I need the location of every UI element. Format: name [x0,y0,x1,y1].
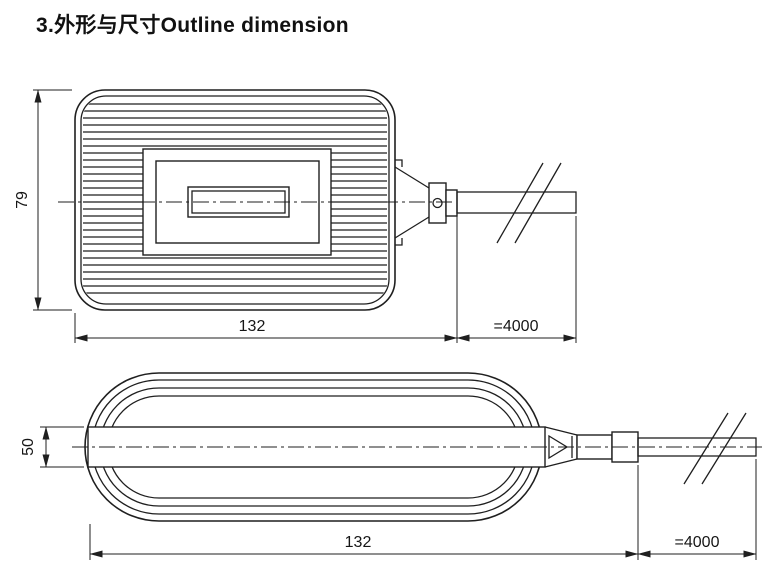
dim-label-length: 132 [345,534,372,551]
bracket-top-edge [394,166,430,189]
gland-hole [432,197,443,209]
extension-lines [33,89,72,311]
clamp-wedge [548,434,569,460]
dimension-height: 50 [20,426,84,468]
dimension-width: 79 [14,89,72,311]
dimension-length: 132 [89,465,639,560]
dim-label-width: 79 [14,191,31,209]
bracket-notch-bottom [395,238,403,246]
bracket-notch-top [395,159,403,167]
top-view: 79 132 =4000 [14,89,577,343]
cable-break-marks [683,412,747,485]
dim-label-height: 50 [20,438,37,456]
cable [456,191,577,214]
body-outline [74,89,396,311]
body-inner-outline [80,95,390,305]
dimension-cable-length: =4000 [456,216,577,343]
side-view: 50 132 =4000 [20,372,762,560]
cable-gland [428,182,447,224]
dim-label-cable: =4000 [675,534,720,551]
dimension-cable-length: =4000 [637,459,757,560]
bracket-bottom-edge [394,216,430,239]
gland-collar [445,189,458,217]
section-title: 3.外形与尺寸Outline dimension [36,14,349,37]
dim-label-length: 132 [239,318,266,335]
cable-break-marks [496,162,562,244]
dimension-length: 132 [74,216,458,343]
dim-label-cable: =4000 [494,318,539,335]
